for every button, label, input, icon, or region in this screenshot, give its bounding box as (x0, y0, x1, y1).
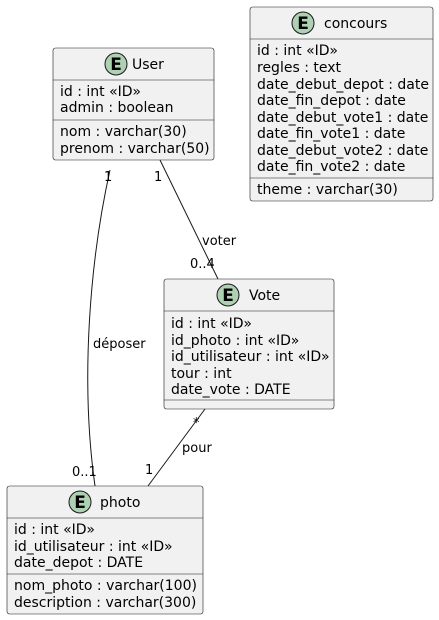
voter-from-multiplicity: 1 (154, 170, 162, 185)
user-field-prenom: prenom : varchar(50) (60, 141, 210, 157)
concours-key-regles: regles : text (257, 60, 342, 76)
deposer-from-multiplicity: 1 (104, 170, 112, 185)
photo-key-id-utilisateur: id_utilisateur : int «ID» (14, 539, 173, 555)
vote-key-id-photo: id_photo : int «ID» (171, 333, 299, 349)
entity-badge-letter: E (222, 286, 234, 306)
vote-key-id: id : int «ID» (171, 316, 252, 332)
vote-key-tour: tour : int (171, 366, 232, 382)
entity-badge-icon (104, 52, 128, 76)
relation-voter-line (159, 159, 219, 280)
entity-name: concours (324, 16, 387, 32)
voter-label: voter (202, 234, 237, 249)
pour-from-multiplicity: * (193, 416, 200, 431)
entity-name: User (132, 57, 164, 73)
photo-field-nom-photo: nom_photo : varchar(100) (14, 578, 197, 594)
entity-user: E User id : int «ID» admin : boolean nom… (52, 47, 215, 161)
concours-key-date-fin-depot: date_fin_depot : date (257, 93, 406, 109)
user-key-id: id : int «ID» (60, 84, 141, 100)
concours-key-date-debut-vote1: date_debut_vote1 : date (257, 110, 428, 126)
entity-vote: E Vote id : int «ID» id_photo : int «ID»… (163, 278, 335, 410)
entity-badge-icon (216, 283, 240, 307)
entity-photo: E photo id : int «ID» id_utilisateur : i… (6, 485, 204, 615)
entity-badge-icon (291, 11, 315, 35)
entity-badge-icon (68, 490, 92, 514)
photo-field-description: description : varchar(300) (14, 595, 196, 611)
concours-field-theme: theme : varchar(30) (257, 182, 398, 198)
photo-key-date-depot: date_depot : DATE (14, 555, 143, 571)
user-key-admin: admin : boolean (60, 100, 173, 116)
vote-key-date-vote: date_vote : DATE (171, 382, 291, 398)
concours-key-id: id : int «ID» (257, 43, 338, 59)
entity-name: Vote (249, 288, 280, 304)
entity-badge-letter: E (74, 493, 86, 513)
deposer-label: déposer (93, 337, 146, 352)
photo-key-id: id : int «ID» (14, 522, 95, 538)
relation-deposer-line (87, 169, 111, 487)
entity-name: photo (100, 495, 140, 511)
entity-badge-letter: E (110, 55, 122, 75)
pour-to-multiplicity: 1 (145, 463, 153, 478)
entity-concours: E concours id : int «ID» regles : text d… (249, 6, 434, 202)
vote-key-id-utilisateur: id_utilisateur : int «ID» (171, 349, 330, 365)
entity-badge-letter: E (297, 14, 309, 34)
concours-key-date-fin-vote2: date_fin_vote2 : date (257, 159, 405, 175)
voter-to-multiplicity: 0..4 (190, 257, 215, 272)
concours-key-date-fin-vote1: date_fin_vote1 : date (257, 126, 405, 142)
deposer-to-multiplicity: 0..1 (72, 465, 97, 480)
relation-pour-line (147, 408, 206, 487)
concours-key-date-debut-vote2: date_debut_vote2 : date (257, 143, 428, 159)
concours-key-date-debut-depot: date_debut_depot : date (257, 77, 429, 93)
user-field-nom: nom : varchar(30) (60, 124, 187, 140)
pour-label: pour (182, 441, 212, 456)
